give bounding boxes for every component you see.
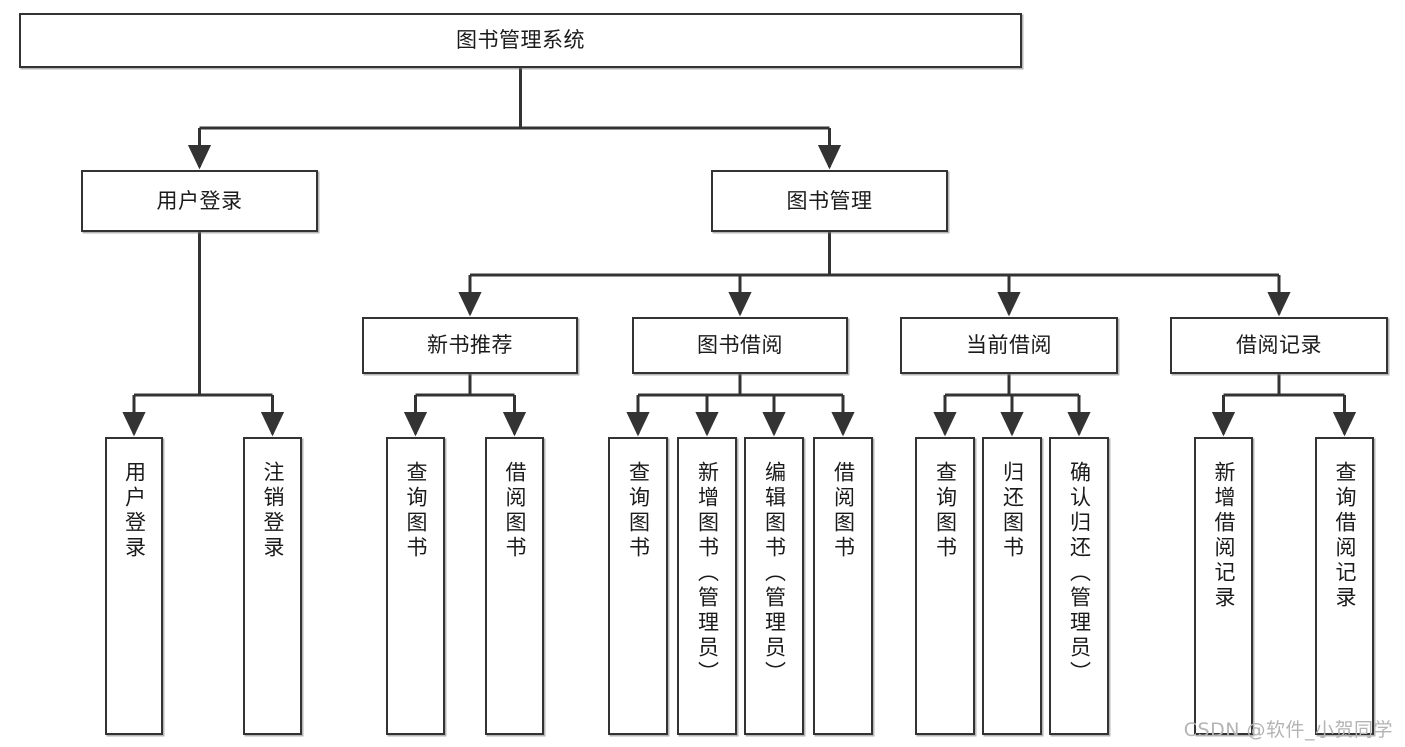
node-label: 确认归还（管理员）: [1067, 461, 1092, 686]
node-label: 当前借阅: [966, 333, 1052, 358]
node-book-borrow[interactable]: 图书借阅: [632, 317, 848, 374]
node-leaf-user-login[interactable]: 用户登录: [105, 437, 163, 735]
node-label: 查询图书: [404, 461, 428, 561]
node-leaf-edit-book[interactable]: 编辑图书（管理员）: [744, 437, 804, 735]
node-leaf-borrow-book-rec[interactable]: 借阅图书: [485, 437, 544, 735]
node-label: 新书推荐: [427, 333, 513, 358]
node-label: 图书管理系统: [456, 28, 585, 53]
node-leaf-confirm-return[interactable]: 确认归还（管理员）: [1049, 437, 1109, 735]
node-label: 借阅图书: [831, 461, 856, 561]
node-leaf-add-record[interactable]: 新增借阅记录: [1194, 437, 1253, 735]
node-borrow-record[interactable]: 借阅记录: [1170, 317, 1388, 374]
node-root[interactable]: 图书管理系统: [19, 13, 1022, 68]
node-label: 图书借阅: [697, 333, 783, 358]
node-label: 图书管理: [786, 188, 873, 213]
node-label: 用户登录: [156, 188, 243, 213]
node-leaf-query-record[interactable]: 查询借阅记录: [1315, 437, 1374, 735]
node-book-manage[interactable]: 图书管理: [711, 170, 948, 232]
node-user-login[interactable]: 用户登录: [81, 170, 318, 232]
node-label: 借阅图书: [503, 461, 527, 561]
node-label: 新增借阅记录: [1212, 461, 1236, 611]
node-label: 借阅记录: [1236, 333, 1322, 358]
node-leaf-user-logout[interactable]: 注销登录: [243, 437, 302, 735]
node-leaf-query-book-rec[interactable]: 查询图书: [386, 437, 445, 735]
node-leaf-query-book-borrow[interactable]: 查询图书: [608, 437, 668, 735]
node-label: 查询图书: [626, 461, 651, 561]
node-label: 查询图书: [933, 461, 958, 561]
node-label: 查询借阅记录: [1333, 461, 1357, 611]
node-leaf-borrow-book[interactable]: 借阅图书: [813, 437, 873, 735]
node-leaf-return-book[interactable]: 归还图书: [982, 437, 1042, 735]
node-label: 用户登录: [122, 461, 147, 561]
node-leaf-query-book-cur[interactable]: 查询图书: [915, 437, 975, 735]
node-leaf-add-book[interactable]: 新增图书（管理员）: [677, 437, 737, 735]
node-current-borrow[interactable]: 当前借阅: [900, 317, 1118, 374]
node-new-book-rec[interactable]: 新书推荐: [362, 317, 578, 374]
node-label: 编辑图书（管理员）: [762, 461, 787, 686]
node-label: 新增图书（管理员）: [695, 461, 720, 686]
node-label: 归还图书: [1000, 461, 1025, 561]
node-label: 注销登录: [261, 461, 285, 561]
watermark-label: CSDN @软件_小贺同学: [1183, 719, 1393, 741]
